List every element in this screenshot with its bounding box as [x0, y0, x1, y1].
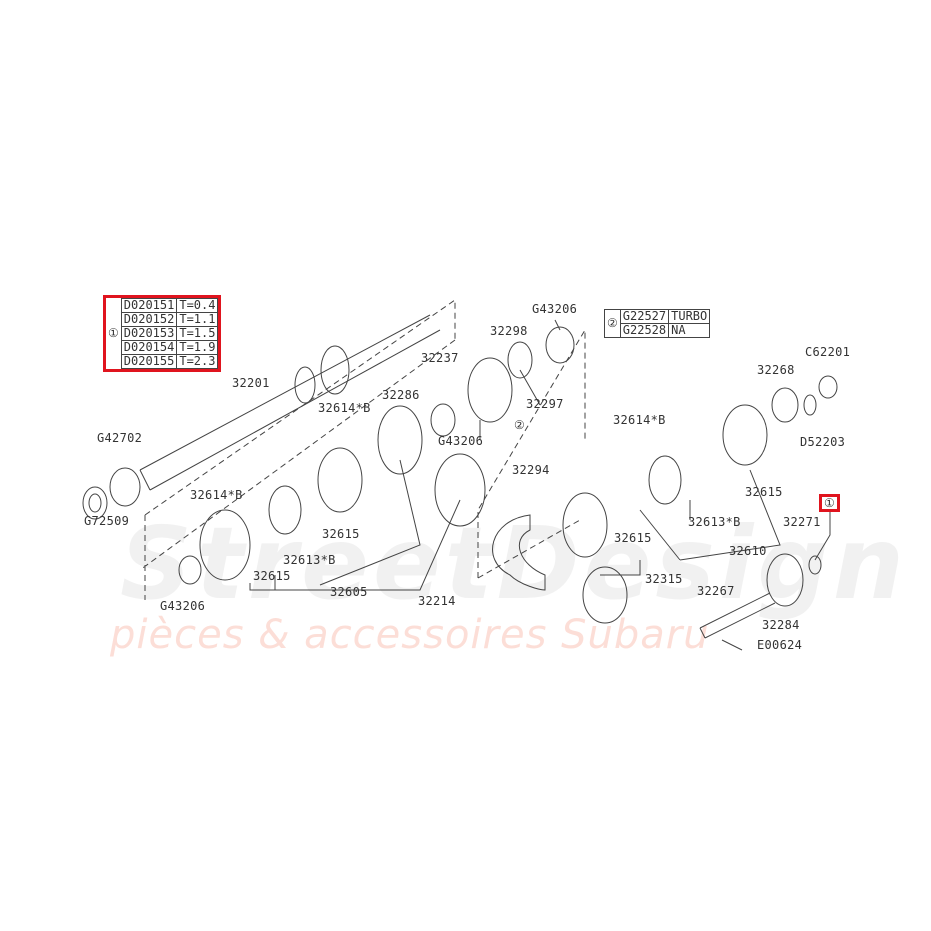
main-shaft [139, 314, 441, 491]
part-label[interactable]: C62201 [805, 345, 851, 359]
hub-right [648, 455, 682, 505]
sleeve-right [722, 404, 768, 466]
leader-lines [249, 319, 831, 591]
shaft-32267 [699, 592, 776, 639]
thickness: T=1.1 [176, 312, 219, 327]
part-label[interactable]: 32610 [729, 544, 767, 558]
part-label[interactable]: 32201 [232, 376, 270, 390]
seal-g72509-inner [88, 493, 102, 513]
washer-32271 [808, 555, 822, 575]
part-label[interactable]: 32237 [421, 351, 459, 365]
part-label[interactable]: 32294 [512, 463, 550, 477]
variant: TURBO [668, 309, 711, 324]
part-label[interactable]: 32615 [253, 569, 291, 583]
table-ref-1: ① [108, 326, 119, 340]
part-label[interactable]: 32614*B [318, 401, 371, 415]
part-label[interactable]: 32615 [322, 527, 360, 541]
gear-32237 [467, 357, 513, 423]
part-number[interactable]: D020154 [120, 340, 178, 355]
part-label[interactable]: 32315 [645, 572, 683, 586]
part-label[interactable]: 32614*B [613, 413, 666, 427]
part-label[interactable]: G72509 [84, 514, 130, 528]
gear-32286 [377, 405, 423, 475]
part-label[interactable]: 32613*B [283, 553, 336, 567]
bearing-32268 [771, 387, 799, 423]
gear-32294-area [434, 453, 486, 527]
plate-32294 [492, 514, 546, 591]
variant: NA [668, 323, 711, 338]
gear-left [199, 509, 251, 581]
part-label[interactable]: 32286 [382, 388, 420, 402]
shaft-gear [320, 345, 350, 395]
nut-c62201 [818, 375, 838, 399]
clip-d52203 [803, 394, 817, 416]
part-label[interactable]: 32613*B [688, 515, 741, 529]
part-label[interactable]: 32284 [762, 618, 800, 632]
part-label[interactable]: D52203 [800, 435, 846, 449]
thickness: T=0.4 [176, 298, 219, 313]
part-number[interactable]: G22528 [619, 323, 670, 338]
dashed-frame-mid [477, 328, 586, 579]
table-ref-2: ② [607, 316, 618, 330]
part-label[interactable]: 32614*B [190, 488, 243, 502]
part-label[interactable]: 32605 [330, 585, 368, 599]
part-label[interactable]: 32615 [614, 531, 652, 545]
ref-marker-1: ① [818, 494, 841, 512]
dashed-frame-left [139, 299, 456, 600]
gear-mid [562, 492, 608, 558]
watermark-logo: StreetDesign [120, 505, 908, 622]
thickness: T=1.9 [176, 340, 219, 355]
part-label[interactable]: 32271 [783, 515, 821, 529]
part-label[interactable]: G43206 [438, 434, 484, 448]
part-number[interactable]: D020155 [120, 354, 178, 369]
bearing-g43206-mid [430, 403, 456, 437]
seal-g72509 [82, 486, 108, 520]
part-number[interactable]: D020151 [120, 298, 178, 313]
sleeve-32614 [317, 447, 363, 513]
watermark-tagline: pièces & accessoires Subaru [110, 612, 710, 658]
part-label[interactable]: G42702 [97, 431, 143, 445]
ref-marker-2: ② [514, 418, 526, 432]
part-label[interactable]: G43206 [160, 599, 206, 613]
gear-reverse [766, 553, 804, 607]
bearing-g43206 [545, 326, 575, 364]
bearing-g42702 [109, 467, 141, 507]
part-label[interactable]: G43206 [532, 302, 578, 316]
part-label[interactable]: 32214 [418, 594, 456, 608]
part-number[interactable]: G22527 [619, 309, 670, 324]
gear-32298 [507, 341, 533, 379]
thickness: T=1.5 [176, 326, 219, 341]
shaft-gear [294, 366, 316, 404]
part-number[interactable]: D020153 [120, 326, 178, 341]
part-label[interactable]: 32615 [745, 485, 783, 499]
thickness: T=2.3 [176, 354, 219, 369]
part-label[interactable]: 32297 [526, 397, 564, 411]
gear-32315 [582, 566, 628, 624]
part-label[interactable]: 32267 [697, 584, 735, 598]
part-number[interactable]: D020152 [120, 312, 178, 327]
part-label[interactable]: 32268 [757, 363, 795, 377]
pin-e00624 [721, 639, 743, 651]
part-label[interactable]: 32298 [490, 324, 528, 338]
part-label[interactable]: E00624 [757, 638, 803, 652]
hub-left [268, 485, 302, 535]
bearing-g43206-left [178, 555, 202, 585]
